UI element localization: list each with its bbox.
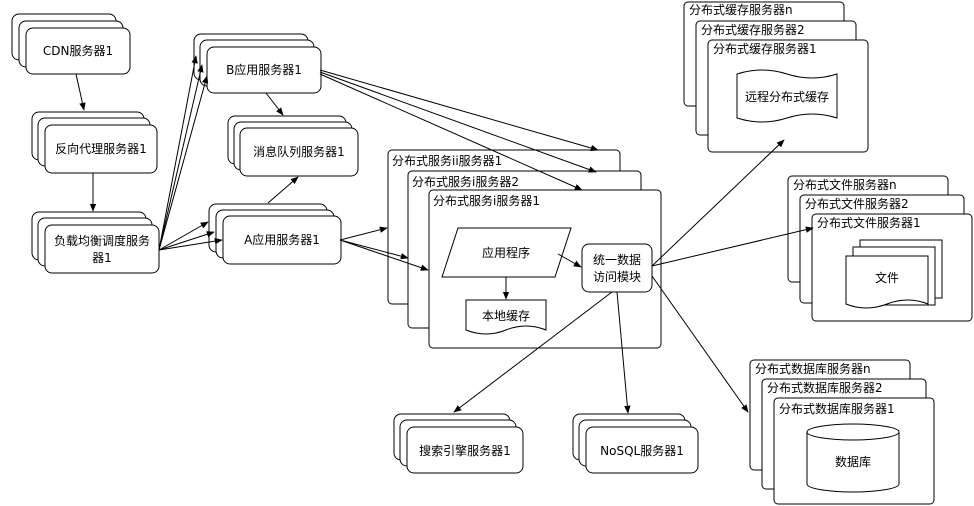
nosql-node: NoSQL服务器1 <box>572 413 699 474</box>
dist-service-i-2-label: 分布式服务i服务器2 <box>412 174 519 189</box>
db-2-label: 分布式数据库服务器2 <box>767 380 883 395</box>
file-n-label: 分布式文件服务器n <box>793 177 897 192</box>
edge-a-to-ds1 <box>339 226 388 241</box>
message-queue-node: 消息队列服务器1 <box>227 115 359 177</box>
message-queue-label: 消息队列服务器1 <box>253 144 345 159</box>
database-label: 数据库 <box>835 454 871 469</box>
edge-unified-to-db <box>651 275 749 413</box>
edge-unified-to-file <box>651 226 814 267</box>
cache-2-label: 分布式缓存服务器2 <box>701 22 805 37</box>
database-cylinder <box>806 423 900 493</box>
search-engine-label: 搜索引擎服务器1 <box>419 443 511 458</box>
edge-a-to-ds3 <box>339 239 429 271</box>
cdn-server-node: CDN服务器1 <box>11 13 131 75</box>
dist-service-i-1-label: 分布式服务i服务器1 <box>433 193 540 208</box>
file-doc-shape <box>845 239 943 309</box>
app-server-b-node: B应用服务器1 <box>193 33 322 94</box>
edge-lb-to-b2 <box>158 64 204 251</box>
unified-access-label-line1: 统一数据 <box>593 252 641 267</box>
distributed-file-stack: 分布式文件服务器n 分布式文件服务器2 分布式文件服务器1 文件 <box>787 175 973 322</box>
app-server-a-node: A应用服务器1 <box>208 203 342 265</box>
reverse-proxy-node: 反向代理服务器1 <box>31 111 158 174</box>
edge-unified-to-nosql <box>616 291 631 414</box>
edge-unified-to-search <box>453 291 613 413</box>
file-1-label: 分布式文件服务器1 <box>817 215 921 230</box>
edge-lb-to-b1 <box>158 55 198 251</box>
load-balancer-label-line1: 负载均衡调度服务 <box>54 233 150 248</box>
db-1-label: 分布式数据库服务器1 <box>779 401 895 416</box>
nosql-label: NoSQL服务器1 <box>600 443 684 458</box>
local-cache-node: 本地缓存 <box>465 299 547 335</box>
unified-access-node: 统一数据 访问模块 <box>581 243 653 293</box>
edge-b-to-ds1 <box>319 69 599 152</box>
db-n-label: 分布式数据库服务器n <box>755 361 871 376</box>
app-server-b-label: B应用服务器1 <box>226 62 302 77</box>
edge-a-to-mq <box>267 176 299 204</box>
local-cache-label: 本地缓存 <box>482 309 530 323</box>
edge-lb-to-a1 <box>158 221 209 251</box>
application-label: 应用程序 <box>482 245 530 260</box>
edge-app-to-unified <box>557 253 582 268</box>
reverse-proxy-label: 反向代理服务器1 <box>55 141 147 156</box>
application-node: 应用程序 <box>441 227 572 278</box>
cache-n-label: 分布式缓存服务器n <box>689 2 793 17</box>
cache-1-label: 分布式缓存服务器1 <box>713 41 817 56</box>
file-2-label: 分布式文件服务器2 <box>805 196 909 211</box>
edge-lb-to-a3 <box>158 237 223 251</box>
edge-lb-to-b3 <box>158 75 209 251</box>
unified-access-label-line2: 访问模块 <box>593 270 641 284</box>
load-balancer-node: 负载均衡调度服务 器1 <box>31 211 160 274</box>
search-engine-node: 搜索引擎服务器1 <box>393 413 524 474</box>
edge-b-to-ds2 <box>319 71 597 173</box>
file-doc-label: 文件 <box>875 270 899 285</box>
cdn-server-label: CDN服务器1 <box>43 43 113 58</box>
distributed-cache-stack: 分布式缓存服务器n 分布式缓存服务器2 分布式缓存服务器1 远程分布式缓存 <box>683 1 869 153</box>
edge-lb-to-a2 <box>158 231 215 251</box>
edge-b-to-ds3 <box>319 73 583 191</box>
remote-cache-label: 远程分布式缓存 <box>745 89 829 104</box>
edge-cdn-to-proxy <box>75 73 86 111</box>
edges <box>75 55 814 414</box>
edge-unified-to-cache <box>651 139 785 267</box>
edge-b-to-mq <box>265 92 284 116</box>
dist-service-ii-label: 分布式服务ii服务器1 <box>392 153 502 168</box>
load-balancer-label-line2: 器1 <box>92 251 112 265</box>
edge-a-to-ds2 <box>339 239 409 260</box>
remote-cache-shape <box>736 69 838 123</box>
distributed-db-stack: 分布式数据库服务器n 分布式数据库服务器2 分布式数据库服务器1 数据库 <box>749 359 935 505</box>
app-server-a-label: A应用服务器1 <box>244 232 320 247</box>
